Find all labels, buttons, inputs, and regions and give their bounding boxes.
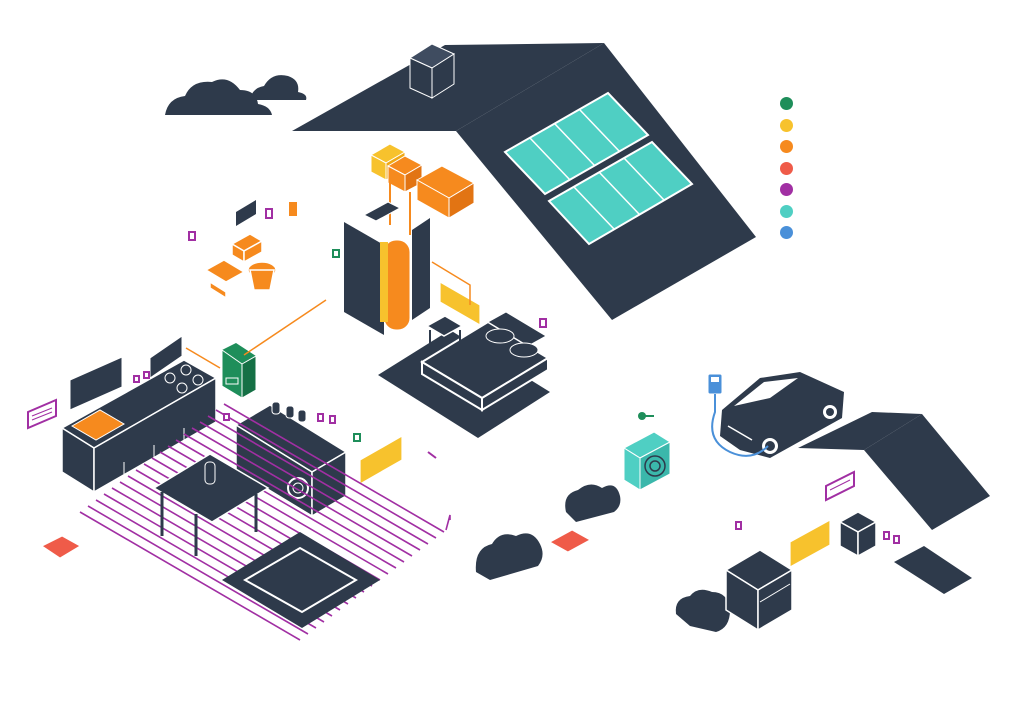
sensor-icon [133,318,900,544]
storage-cabinets [724,511,878,632]
car-icon [720,372,844,458]
bed-icon [378,311,550,438]
pipe-lines [185,261,471,369]
legend-dot-teal[interactable] [780,204,793,218]
chimney-icon [408,43,456,99]
legend-dot-purple[interactable] [780,183,793,196]
bush-icon [475,484,730,632]
thermostat-icon [27,398,855,502]
color-legend [780,97,794,248]
radiator-icon [359,280,831,569]
underfloor-heating-icon [79,403,451,641]
dining-table [152,453,270,556]
table-icon [425,315,464,346]
legend-dot-yellow[interactable] [780,118,793,132]
ev-charger-icon [707,373,769,457]
solar-panel-icon [503,91,694,246]
house-roof-icon [292,43,756,320]
cloud-icon [165,75,307,115]
legend-dot-blue[interactable] [780,226,793,239]
kitchen-icon [60,335,218,494]
washing-machine-icon [234,401,348,518]
wall-switch-icon [188,200,340,258]
boiler-icon [221,343,257,399]
garage-roof-icon [798,412,990,594]
legend-dot-red[interactable] [780,161,793,175]
toilet-icon [204,233,277,300]
floor-vents [41,529,592,559]
legend-dot-orange[interactable] [780,140,793,153]
legend-dot-green[interactable] [780,97,793,110]
floor-rug [222,532,380,628]
heat-pump-icon [623,412,671,491]
hot-water-tank-icon [344,143,476,335]
